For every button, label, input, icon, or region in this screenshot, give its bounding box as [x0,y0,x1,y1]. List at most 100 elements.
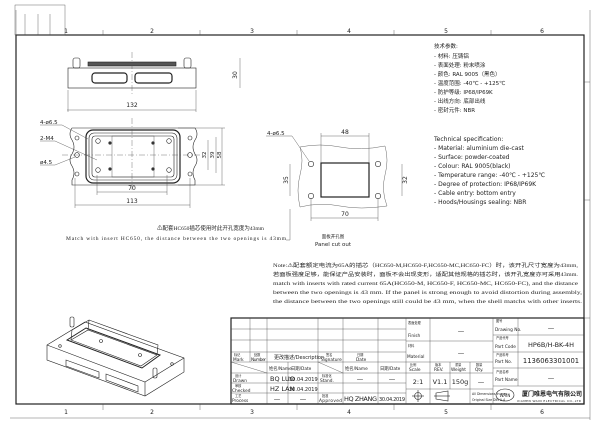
label: Number [251,357,266,363]
label-cn: 材料 [408,343,415,348]
label-cn: 产品料号 [496,352,509,357]
spec-item: - Degree of protection: IP68/IP69K [434,181,537,188]
spec-item: - Material: aluminium die-cast [434,145,524,152]
finish-value: — [458,327,465,335]
label-cn: 标准化 [322,373,332,378]
label-cn: 数量 [476,362,483,367]
label-cn: 处数 [254,352,261,357]
label: Qty. [475,367,483,373]
revision-stamp-box [14,4,66,36]
label: Drawing No. [495,327,521,333]
dimension-label: 30 [232,71,239,79]
company-logo: WAIN [495,388,515,402]
checked-date: 30.04.2019 [289,387,318,393]
dimension-label: 35 [283,176,290,184]
drawn-name: BQ LUO [270,375,295,383]
panel-cutout-title-cn: 面板开孔图 [322,233,345,240]
hole-callout: ø4.5 [40,160,53,166]
label: Finish [408,333,421,339]
label: Weight [451,367,466,373]
column-number: 2 [150,28,154,35]
company-name-en: XIAMEN WAIN ELECTRICAL CO.,LTD [517,399,582,403]
dimension-label: 132 [126,102,138,109]
label: 更改描述/Description [274,354,324,361]
label: REV. [434,367,443,373]
title-block: 标记 处数 签名 日期 设计 审核 工艺 标准化 批准 表面处理 材料 比例 版… [230,317,585,405]
drawn-date: 30.04.2019 [289,377,318,383]
column-number: 4 [347,28,351,35]
note-line: between the two openings is 43 mm. If th… [273,289,582,296]
spec-item: - 出线方向: 底部出线 [434,97,486,105]
label: 日期/Date [380,366,401,372]
dimension-label: 48 [341,129,349,136]
column-number: 2 [150,409,154,416]
label-cn: 审核 [235,383,242,388]
insert-note-cn: ⚠配套HC650插芯使用时此开孔宽度为43mm [157,224,265,232]
label-cn: 表面处理 [408,320,422,325]
label: Drawn [233,378,247,384]
technical-specification-en: Technical specification: - Material: alu… [433,136,545,206]
label: Material [407,354,424,360]
hole-callout: 4-ø6.5 [267,131,285,137]
note-line: 若面板强度足够，能保证产品安装时，面板不会出现变形，适配其他规格的插芯时，该开孔… [273,270,578,278]
label: 姓名/Name [345,365,368,372]
column-number: 3 [250,28,254,35]
label: Part No. [495,359,512,365]
label: Part Name [495,377,518,383]
label: Stand. [320,378,334,384]
spec-item: - Hoods/Housings sealing: NBR [434,199,526,206]
label-cn: 产品名称 [496,369,510,374]
label-cn: 产品代号 [496,335,509,340]
original-size-note: Original Size DIN A 4 [472,398,505,402]
hole-callout: 4-ø6.5 [40,120,58,126]
label: Mark [233,357,244,363]
dimension-unit-note: All Dimensions in mm [472,392,507,396]
spec-item: - 温度范围: -40℃ - +125℃ [434,79,505,87]
warning-icon: ⚠ [157,225,163,232]
label-cn: 签名 [326,352,332,357]
label: 姓名/Name [269,365,292,372]
dimension-label: 32 [202,152,208,159]
column-number: 1 [64,28,68,35]
company-name-cn: 厦门唯恩电气有限公司 [522,390,582,398]
spec-item: - Surface: powder-coated [434,154,510,161]
dimension-label: 58 [217,151,223,158]
label: Scale [409,367,421,373]
dimension-label: 70 [128,185,136,192]
label-cn: 比例 [410,362,416,367]
note-line: match with inserts with rated current 65… [273,280,579,287]
spec-item: - 防护等级: IP68/IP69K [434,88,493,96]
label-cn: 工艺 [235,393,241,398]
insert-note-en: Match with insert HC650, the distance be… [66,236,287,242]
dimension-label: 113 [126,198,138,205]
panel-cutout-title-en: Panel cut out [315,242,352,248]
label-cn: 日期 [357,352,363,357]
spec-item: - 密封元件: NBR [434,106,475,114]
thread-callout: 2-M4 [40,136,54,142]
note-line: the distance between the two openings st… [273,299,582,305]
label: Approved [319,398,342,404]
stand-name: — [357,375,364,383]
column-number: 6 [540,409,544,416]
label-cn: 重量 [455,362,462,367]
column-number: 4 [347,409,351,416]
panel-cutout-view: 48 70 35 32 4-ø6.5 面板开孔图 Panel cut out [266,129,409,248]
scale-value: 2:1 [413,378,423,386]
spec-item: - 表面处理: 粉末喷涂 [434,61,486,69]
rev-value: V1.1 [433,378,448,386]
label: Checked [232,388,251,394]
drawing-number: — [548,324,555,332]
spec-item: - Temperature range: -40℃ - +125℃ [434,172,545,179]
part-name: — [548,374,555,382]
side-view: 132 30 [67,52,241,112]
note-line: Note:⚠配套额定电流为65A的插芯（HC650-M,HC650-F,HC65… [273,261,578,269]
checked-name: HZ LAN [270,385,295,393]
spec-item: - Cable entry: bottom entry [434,190,516,197]
approved-name: HQ ZHANG [344,395,377,403]
column-number: 3 [250,409,254,416]
label-cn: 版本 [435,362,442,367]
process-date: — [300,395,307,403]
label-cn: 标记 [234,352,241,357]
spec-item: - 材料: 压铸铝 [434,52,469,60]
